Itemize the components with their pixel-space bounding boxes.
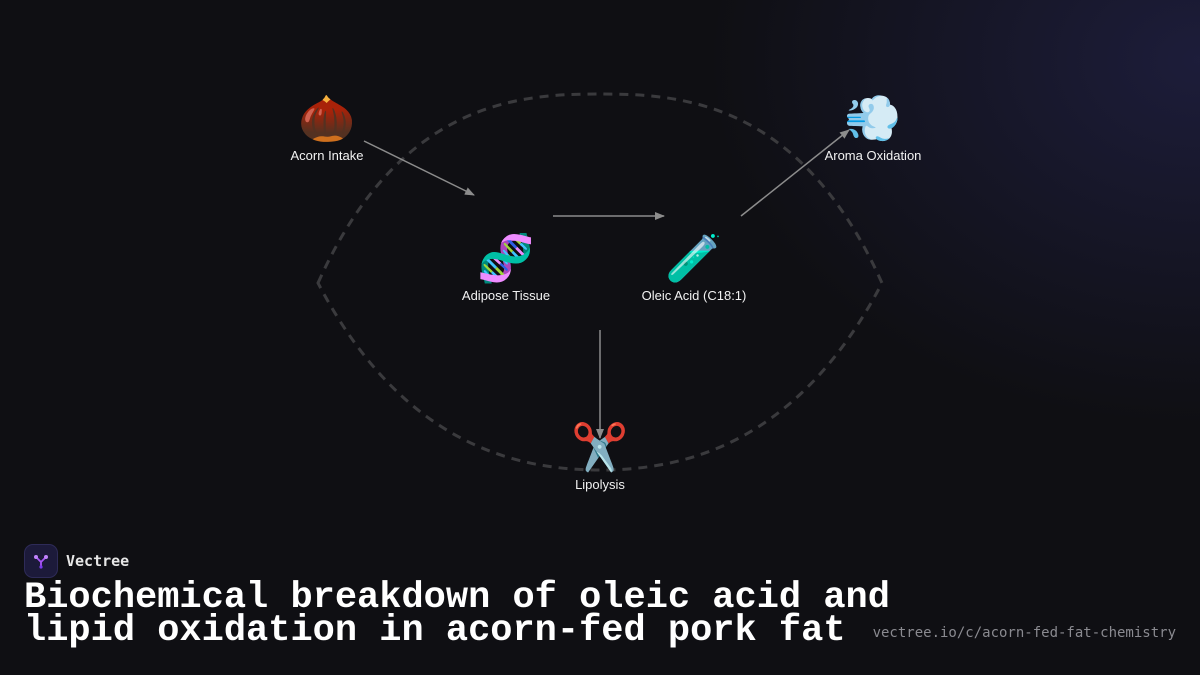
node-label: Aroma Oxidation <box>824 148 922 163</box>
dna-icon: 🧬 <box>477 232 535 284</box>
node-label: Adipose Tissue <box>461 288 551 303</box>
cycle-outline <box>316 92 884 472</box>
node-aroma-oxidation: 💨 Aroma Oxidation <box>783 92 963 163</box>
footer-url: vectree.io/c/acorn-fed-fat-chemistry <box>872 625 1176 641</box>
node-oleic-acid: 🧪 Oleic Acid (C18:1) <box>604 232 784 303</box>
flow-diagram <box>316 92 884 472</box>
node-adipose-tissue: 🧬 Adipose Tissue <box>416 232 596 303</box>
chestnut-icon: 🌰 <box>298 92 356 144</box>
brand-name: Vectree <box>66 552 130 570</box>
edge-acorn-to-adipose <box>363 140 475 196</box>
node-label: Acorn Intake <box>290 148 364 163</box>
node-label: Oleic Acid (C18:1) <box>641 288 747 303</box>
test-tube-icon: 🧪 <box>665 232 723 284</box>
brand: Vectree <box>24 544 129 578</box>
dash-icon: 💨 <box>844 92 902 144</box>
tree-icon <box>24 544 58 578</box>
node-acorn-intake: 🌰 Acorn Intake <box>237 92 417 163</box>
edge-oleic-to-aroma <box>740 129 850 217</box>
node-label: Lipolysis <box>575 477 625 492</box>
scissors-icon: ✂️ <box>571 421 629 473</box>
node-lipolysis: ✂️ Lipolysis <box>510 421 690 492</box>
page-title: Biochemical breakdown of oleic acid and … <box>24 577 890 652</box>
